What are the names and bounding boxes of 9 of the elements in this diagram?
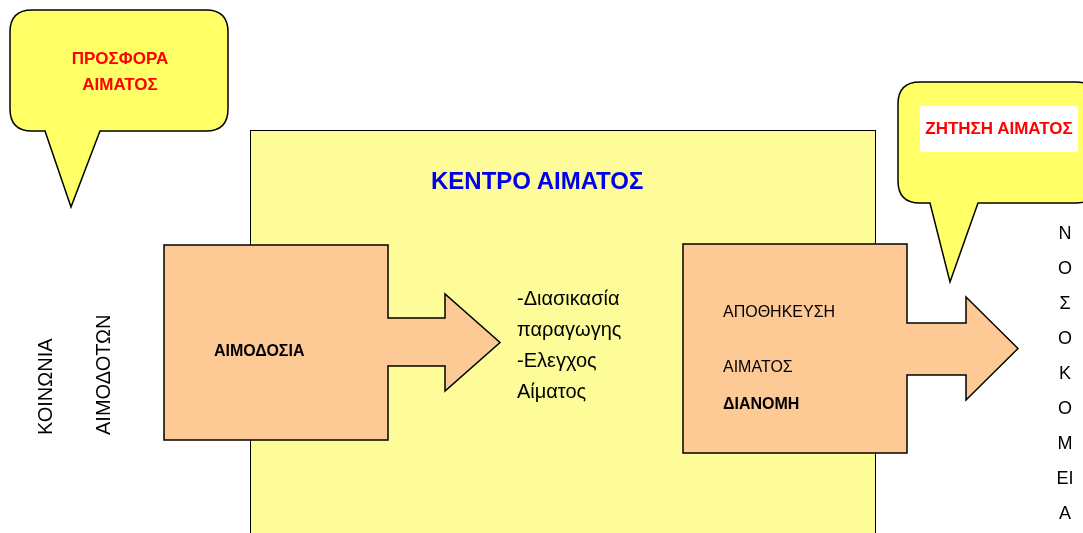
arrow-text: ΑΠΟΘΗΚΕΥΣΗ ΑΙΜΑΤΟΣ	[723, 302, 837, 377]
callout-text: ΠΡΟΣΦΟΡΑ ΑΙΜΑΤΟΣ	[70, 48, 170, 96]
vertical-label: ΝΟΣΟΚΟΜΕΙΑ	[1056, 222, 1074, 525]
callout-text: ΖΗΤΗΣΗ ΑΙΜΑΤΟΣ	[920, 106, 1078, 152]
arrow-text: ΔΙΑΝΟΜΗ	[723, 394, 801, 414]
process-text: -Διασικασία παραγωγης -Ελεγχος Αίματος	[517, 286, 623, 404]
panel-title: ΚΕΝΤΡΟ ΑΙΜΑΤΟΣ	[431, 167, 644, 195]
vertical-label: ΚΟΙΝΩΝΙΑ ΑΙΜΟΔΟΤΩΝ	[33, 313, 115, 435]
arrow-text: ΑΙΜΟΔΟΣΙΑ	[214, 341, 306, 361]
